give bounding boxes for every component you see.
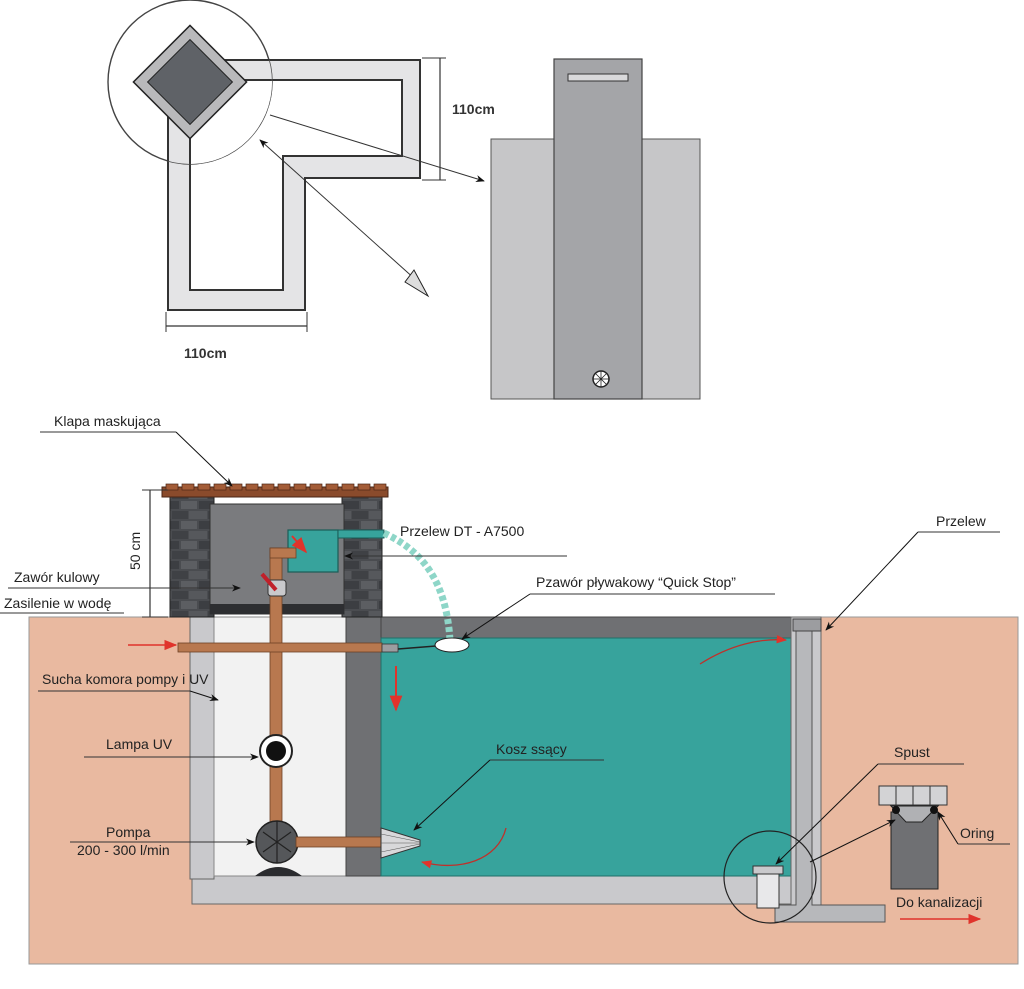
flap-slat (181, 483, 195, 491)
section-view: 50 cm (28, 483, 1019, 965)
label-pump-flow: 200 - 300 l/min (77, 842, 170, 858)
flap-slat (261, 483, 275, 491)
float-valve (434, 637, 470, 653)
overflow-pipe (774, 629, 886, 923)
overflow-box-top (132, 24, 248, 140)
label-to-sewer: Do kanalizacji (896, 894, 982, 910)
plan-view: 110cm 110cm (107, 0, 495, 361)
label-water-supply: Zasilenie w wodę (4, 595, 112, 611)
dim-horizontal-label: 110cm (184, 345, 227, 361)
overflow-front-detail (490, 58, 701, 400)
label-overflow: Przelew (936, 513, 987, 529)
flap-slat (165, 483, 179, 491)
flap-slat (357, 483, 371, 491)
labels: Klapa maskująca Przelew DT - A7500 Zawór… (0, 413, 1010, 910)
flap-slat (197, 483, 211, 491)
flap-slat (341, 483, 355, 491)
flap-slat (293, 483, 307, 491)
flap-slat (213, 483, 227, 491)
view-direction-pointer (404, 269, 430, 298)
label-flap: Klapa maskująca (54, 413, 161, 429)
stone-housing-left (169, 495, 215, 618)
label-suction-basket: Kosz ssący (496, 741, 567, 757)
label-dry-chamber: Sucha komora pompy i UV (42, 671, 209, 687)
flap-slat (325, 483, 339, 491)
oring-detail (878, 785, 948, 890)
flap-slat (309, 483, 323, 491)
pond-water (380, 637, 792, 877)
label-drain: Spust (894, 744, 930, 760)
supply-pipe (177, 642, 383, 653)
masking-flap (161, 483, 389, 498)
label-ball-valve: Zawór kulowy (14, 569, 100, 585)
flap-slat (229, 483, 243, 491)
water-stream (382, 529, 454, 641)
flap-slat (373, 483, 387, 491)
dim-vertical-label: 110cm (452, 101, 495, 117)
label-oring: Oring (960, 825, 994, 841)
drain-magnifier (723, 830, 817, 924)
label-float-valve: Pzawór pływakowy “Quick Stop” (536, 574, 736, 590)
label-uv-lamp: Lampa UV (106, 736, 173, 752)
label-pump: Pompa (106, 824, 151, 840)
height-label: 50 cm (127, 532, 143, 570)
label-overflow-dt: Przelew DT - A7500 (400, 523, 524, 539)
flap-slat (277, 483, 291, 491)
drain-fitting (756, 869, 780, 909)
flap-slat (245, 483, 259, 491)
